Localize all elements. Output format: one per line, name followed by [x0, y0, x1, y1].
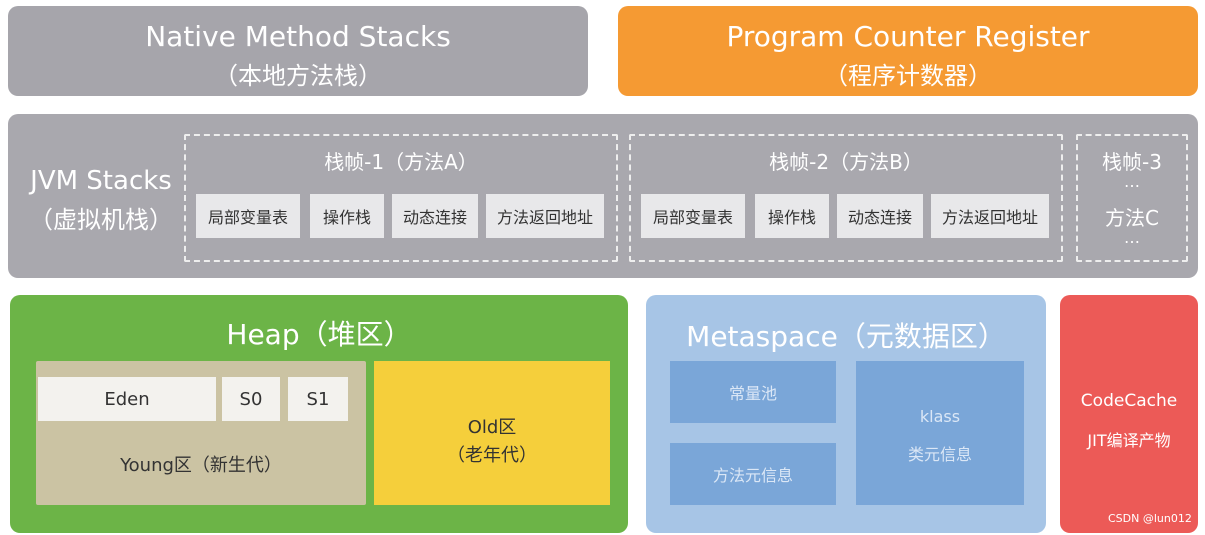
method-meta-label: 方法元信息 — [712, 466, 793, 485]
eden-space: Eden — [38, 377, 216, 421]
ellipsis-top: … — [1124, 172, 1140, 191]
klass-box: klass 类元信息 — [856, 361, 1024, 505]
code-cache-subtitle: JIT编译产物 — [1087, 431, 1171, 450]
dynamic-linking-cell: 动态连接 — [837, 194, 923, 238]
jvm-stacks-panel: JVM Stacks （虚拟机栈） 栈帧-1（方法A） 局部变量表 操作栈 动态… — [8, 114, 1198, 278]
return-address-cell: 方法返回地址 — [486, 194, 604, 238]
constant-pool-box: 常量池 — [670, 361, 836, 423]
operand-stack-cell: 操作栈 — [310, 194, 384, 238]
old-generation: Old区 （老年代） — [374, 361, 610, 505]
survivor-s1: S1 — [288, 377, 348, 421]
stack-frame-2: 栈帧-2（方法B） 局部变量表 操作栈 动态连接 方法返回地址 — [629, 134, 1063, 262]
klass-label: klass — [919, 407, 961, 426]
program-counter-register-subtitle: （程序计数器） — [824, 62, 992, 90]
program-counter-register-title: Program Counter Register — [726, 20, 1090, 53]
return-address-cell: 方法返回地址 — [931, 194, 1049, 238]
constant-pool-label: 常量池 — [728, 384, 777, 403]
heap-panel: Heap（堆区） Eden S0 S1 Young区（新生代） Old区 （老年… — [10, 295, 628, 533]
native-method-stacks-panel: Native Method Stacks （本地方法栈） — [8, 6, 588, 96]
local-variable-table-cell: 局部变量表 — [641, 194, 745, 238]
stack-frame-3-title: 栈帧-3 — [1102, 150, 1162, 174]
metaspace-title: Metaspace（元数据区） — [686, 320, 1006, 353]
ellipsis-bottom: … — [1124, 228, 1140, 247]
operand-stack-cell: 操作栈 — [755, 194, 829, 238]
method-c-label: 方法C — [1105, 206, 1159, 230]
jvm-stacks-subtitle: （虚拟机栈） — [29, 206, 173, 234]
old-generation-label: Old区 — [467, 417, 517, 438]
code-cache-title: CodeCache — [1080, 391, 1178, 411]
stack-frame-1-title: 栈帧-1（方法A） — [324, 150, 478, 174]
metaspace-panel: Metaspace（元数据区） 常量池 方法元信息 klass 类元信息 — [646, 295, 1046, 533]
program-counter-register-panel: Program Counter Register （程序计数器） — [618, 6, 1198, 96]
class-meta-label: 类元信息 — [907, 445, 972, 464]
stack-frame-1: 栈帧-1（方法A） 局部变量表 操作栈 动态连接 方法返回地址 — [184, 134, 618, 262]
method-meta-box: 方法元信息 — [670, 443, 836, 505]
young-generation: Eden S0 S1 Young区（新生代） — [36, 361, 366, 505]
native-method-stacks-title: Native Method Stacks — [145, 20, 451, 53]
code-cache-panel: CodeCache JIT编译产物 — [1060, 295, 1198, 533]
old-generation-sublabel: （老年代） — [447, 445, 537, 466]
dynamic-linking-cell: 动态连接 — [392, 194, 478, 238]
stack-frame-3: 栈帧-3 … 方法C … — [1076, 134, 1188, 262]
heap-title: Heap（堆区） — [226, 318, 412, 351]
jvm-stacks-title: JVM Stacks — [30, 166, 172, 196]
watermark: CSDN @lun012 — [1108, 512, 1192, 525]
local-variable-table-cell: 局部变量表 — [196, 194, 300, 238]
stack-frame-2-title: 栈帧-2（方法B） — [769, 150, 923, 174]
young-generation-label: Young区（新生代） — [120, 455, 282, 476]
native-method-stacks-subtitle: （本地方法栈） — [214, 62, 382, 90]
survivor-s0: S0 — [222, 377, 280, 421]
